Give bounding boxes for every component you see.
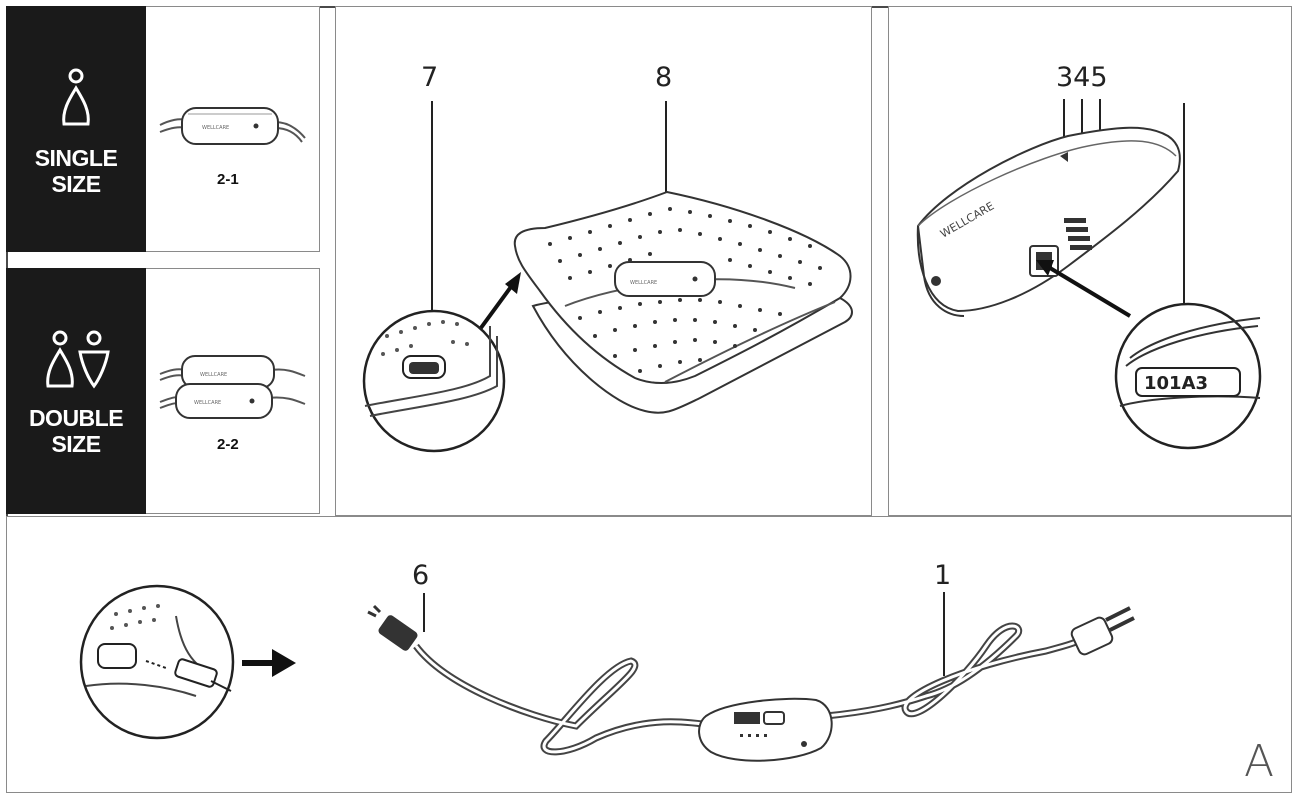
- double-size-line1: DOUBLE: [28, 405, 124, 431]
- double-size-line2: SIZE: [51, 431, 101, 457]
- single-person-icon: [62, 68, 90, 126]
- cord-illustration: [79, 584, 1135, 762]
- single-controller-illustration: WELLCARE: [159, 107, 306, 145]
- callout-8: 8: [655, 62, 673, 93]
- figure-letter: A: [1244, 736, 1275, 787]
- svg-text:WELLCARE: WELLCARE: [630, 280, 657, 286]
- single-size-line2: SIZE: [51, 171, 101, 197]
- callout-7: 7: [421, 62, 439, 93]
- single-size-line1: SINGLE: [34, 145, 118, 171]
- controller-illustration: WELLCARE 101A3: [916, 99, 1262, 450]
- callout-1: 1: [934, 560, 952, 591]
- double-person-icon: [46, 330, 110, 389]
- callout-345: 345: [1056, 62, 1108, 93]
- svg-text:WELLCARE: WELLCARE: [202, 125, 229, 131]
- double-size-block: DOUBLE SIZE: [6, 268, 146, 514]
- callout-6: 6: [412, 560, 430, 591]
- double-code-label: 2-2: [217, 436, 239, 453]
- blanket-illustration: WELLCARE: [362, 101, 853, 453]
- single-code-label: 2-1: [217, 171, 239, 188]
- dial-text: 101A3: [1144, 373, 1208, 394]
- single-size-block: SINGLE SIZE: [6, 6, 146, 252]
- svg-text:WELLCARE: WELLCARE: [200, 372, 227, 378]
- double-controller-illustration: WELLCARE WELLCARE: [159, 355, 306, 419]
- svg-text:WELLCARE: WELLCARE: [194, 400, 221, 406]
